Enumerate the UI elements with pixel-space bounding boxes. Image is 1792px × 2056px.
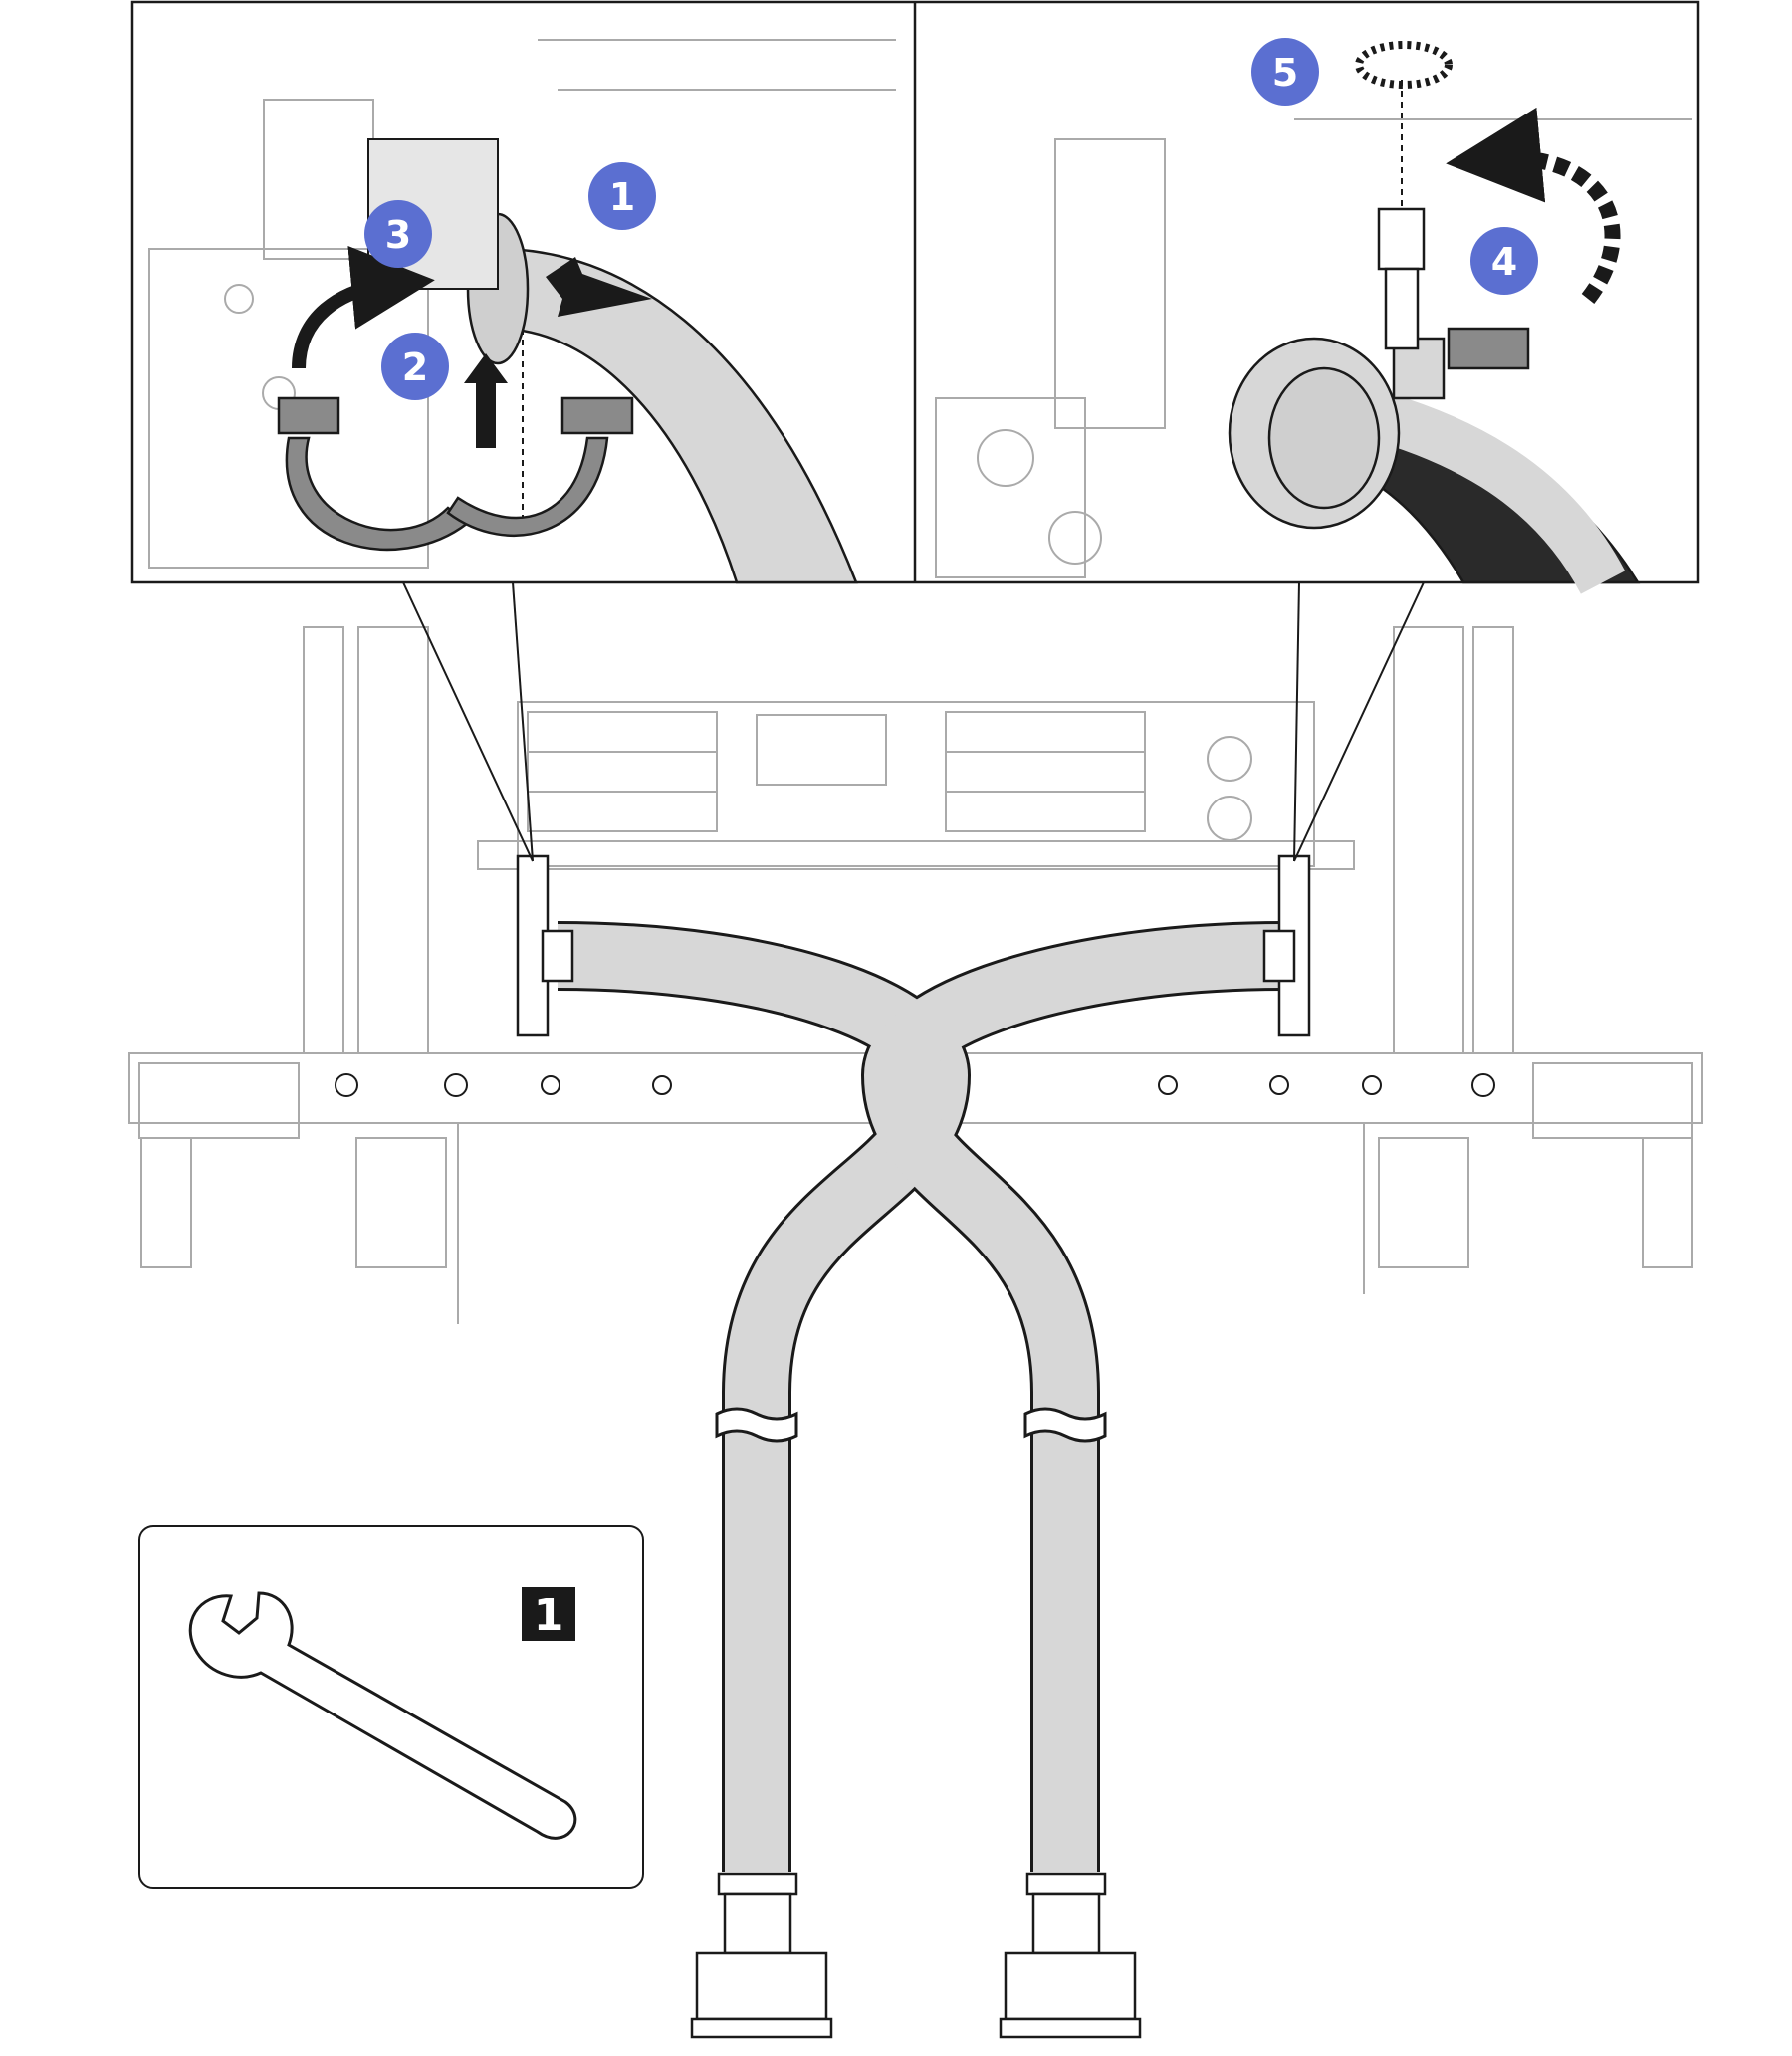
- detail-inset: [130, 0, 1700, 594]
- step-badges: 1 2 3 4 5: [364, 38, 1538, 400]
- hose-connectors: [516, 854, 1311, 1037]
- detail-hose-left: [496, 247, 858, 584]
- step-badge-4: 4: [1470, 227, 1538, 295]
- svg-text:3: 3: [385, 213, 411, 257]
- step-badge-5: 5: [1251, 38, 1319, 106]
- thumb-screw: [1377, 207, 1426, 350]
- svg-text:5: 5: [1272, 51, 1298, 95]
- lift-arrow: [464, 353, 508, 448]
- tighten-arrow: [1446, 107, 1621, 304]
- tool-number-badge: [522, 1587, 575, 1641]
- step-badge-3: 3: [364, 200, 432, 268]
- insert-arrow: [546, 257, 652, 317]
- required-tools-box: 1: [138, 1525, 644, 1889]
- hose-end-fittings: [690, 1872, 1142, 2039]
- svg-text:4: 4: [1491, 240, 1517, 284]
- callout-lines: [402, 581, 1425, 862]
- detail-clamp-closed: [1228, 327, 1530, 530]
- step-badge-1: 1: [588, 162, 656, 230]
- server-rack-with-manifold: [128, 626, 1703, 1324]
- svg-text:2: 2: [402, 345, 428, 389]
- hose-assembly: [557, 921, 1285, 1872]
- open-end-wrench-icon: [188, 1591, 577, 1840]
- svg-text:1: 1: [534, 1590, 564, 1641]
- manifold-bolts: [335, 1073, 1495, 1097]
- step-badge-2: 2: [381, 333, 449, 400]
- svg-text:1: 1: [609, 175, 635, 219]
- rotate-arrow: [292, 245, 435, 369]
- detail-clamp-open: [277, 396, 634, 552]
